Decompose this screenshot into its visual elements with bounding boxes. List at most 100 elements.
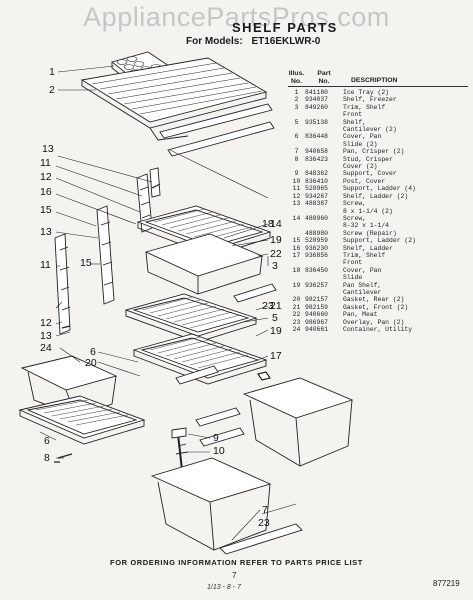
part-illus-no	[288, 289, 305, 296]
callout-24: 24	[40, 342, 52, 354]
part-part-no	[305, 208, 343, 215]
part-part-no: 986967	[305, 318, 329, 326]
part-part-no	[305, 222, 343, 229]
part-illus-no: 8	[294, 155, 299, 163]
part-part-no: 940661	[305, 326, 329, 333]
part-row: Cantilever	[288, 289, 468, 296]
header-part-no: Part No.	[317, 70, 331, 85]
part-illus-no: 19	[292, 281, 301, 289]
part-part-no: 520959	[305, 237, 329, 245]
part-description: Trim, Shelf	[343, 251, 386, 259]
part-part-no: 488960	[305, 214, 329, 222]
part-part-no	[305, 259, 343, 266]
callout-19b: 19	[270, 325, 282, 337]
part-illus-no: 2	[294, 96, 299, 104]
part-illus-no: 13	[292, 200, 301, 208]
part-row: 8-32 x 1-1/4	[288, 222, 468, 229]
callout-13: 13	[42, 143, 54, 155]
part-illus-no: 21	[292, 303, 301, 311]
part-part-no: 836450	[305, 266, 329, 274]
callout-20: 20	[85, 357, 97, 369]
part-row: 8 x 1-1/4 (2)	[288, 208, 468, 215]
part-illus-no	[288, 259, 305, 266]
part-description: Shelf, Freezer	[343, 96, 397, 104]
callout-2: 2	[49, 84, 55, 96]
callout-19: 19	[270, 234, 282, 246]
part-illus-no	[288, 208, 305, 215]
callout-14: 14	[270, 218, 282, 230]
part-row: Slide (2)	[288, 141, 468, 148]
part-row: Front	[288, 259, 468, 266]
part-description: Front	[343, 111, 363, 119]
header-description: DESCRIPTION	[351, 77, 398, 84]
part-part-no: 934267	[305, 192, 329, 200]
part-illus-no: 22	[292, 311, 301, 319]
part-description: Screw,	[343, 200, 367, 208]
part-part-no: 936856	[305, 251, 329, 259]
part-description: Cover, Pan	[343, 133, 382, 141]
part-illus-no: 24	[292, 326, 301, 333]
part-part-no	[305, 274, 343, 281]
part-part-no: 935138	[305, 118, 329, 126]
part-illus-no: 16	[292, 244, 301, 252]
part-part-no	[305, 111, 343, 118]
part-description: Screw,	[343, 214, 367, 222]
callout-12: 12	[40, 171, 52, 183]
page-title: SHELF PARTS	[232, 20, 338, 35]
part-description: Slide	[343, 274, 363, 282]
header-rule	[288, 86, 468, 87]
part-row: Cantilever (2)	[288, 126, 468, 133]
part-description: Cover, Pan	[343, 266, 382, 274]
part-illus-no	[288, 230, 305, 237]
part-description: Shelf, Ladder	[343, 244, 393, 252]
part-illus-no	[288, 126, 305, 133]
part-description: 8 x 1-1/4 (2)	[343, 207, 393, 215]
part-part-no: 940658	[305, 148, 329, 156]
callout-11b: 11	[40, 259, 51, 271]
part-illus-no	[288, 274, 305, 281]
part-illus-no: 3	[294, 103, 299, 111]
part-illus-no: 7	[294, 148, 299, 156]
part-description: Slide (2)	[343, 140, 378, 148]
part-row: 7 940658 Pan, Crisper (2)	[288, 148, 468, 155]
cover-post-drawing	[171, 427, 189, 471]
callout-16: 16	[40, 186, 52, 198]
part-illus-no: 11	[292, 185, 301, 193]
callout-23: 23	[262, 300, 274, 312]
part-illus-no: 5	[294, 118, 299, 126]
part-description: Pan, Crisper (2)	[343, 148, 405, 156]
callout-7: 7	[262, 504, 268, 516]
crisper-pan-left-drawing	[150, 457, 272, 551]
leader-lines	[39, 65, 297, 541]
header-illus-no: Illus. No.	[288, 70, 305, 85]
freezer-shelf-drawing	[80, 57, 273, 141]
part-part-no: 849260	[305, 103, 329, 111]
part-description: Cover (2)	[343, 163, 378, 171]
part-part-no: 982157	[305, 296, 329, 304]
part-illus-no: 15	[292, 237, 301, 245]
part-part-no: 940660	[305, 311, 329, 319]
ordering-note: FOR ORDERING INFORMATION REFER TO PARTS …	[110, 558, 363, 567]
part-part-no: 936257	[305, 281, 329, 289]
part-description: Shelf,	[343, 118, 367, 126]
callout-3: 3	[272, 260, 278, 272]
part-description: Cantilever	[343, 288, 382, 296]
cantilever-shelf-lower-drawing	[132, 333, 268, 385]
part-description: Gasket, Front (2)	[343, 303, 409, 311]
part-row: 5 935138 Shelf,	[288, 119, 468, 126]
part-description: Gasket, Rear (2)	[343, 296, 405, 304]
part-description: Pan, Meat	[343, 311, 378, 319]
part-description: Support, Ladder (4)	[343, 185, 416, 193]
part-description: Shelf, Ladder (2)	[343, 192, 409, 200]
callout-6b: 6	[44, 435, 50, 447]
part-description: Post, Cover	[343, 177, 386, 185]
models-label: For Models:	[186, 36, 243, 47]
part-description: Overlay, Pan (2)	[343, 318, 405, 326]
part-row: 22 940660 Pan, Meat	[288, 311, 468, 318]
